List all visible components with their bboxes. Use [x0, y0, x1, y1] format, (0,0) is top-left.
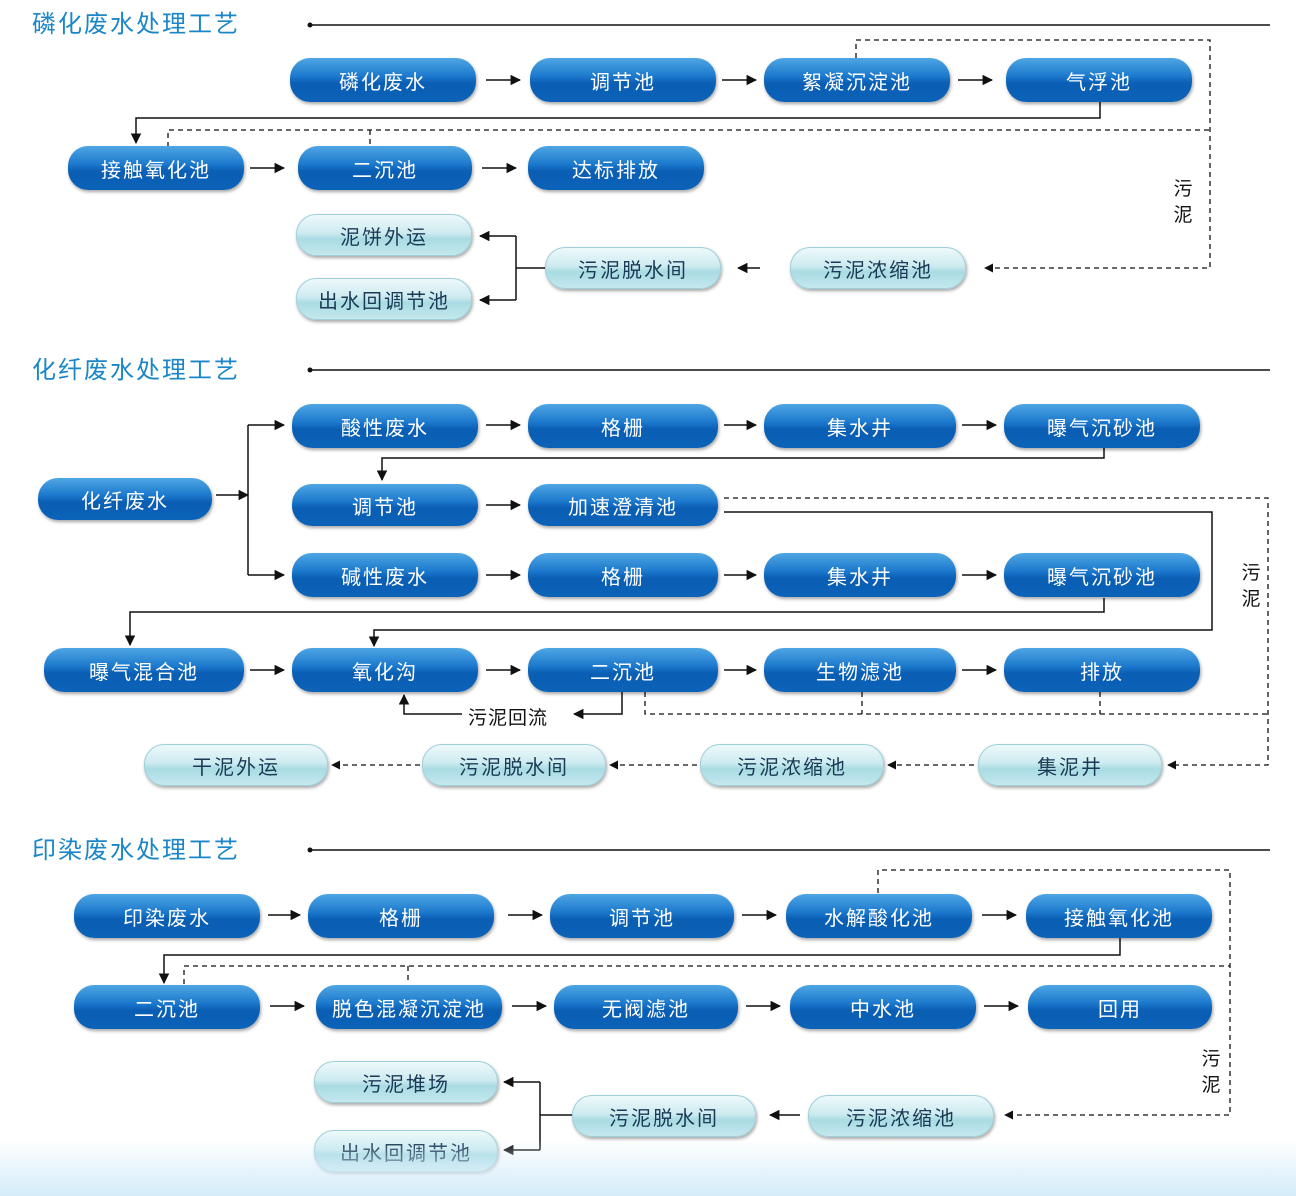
node-alkaline-wastewater: 碱性废水 [292, 553, 478, 597]
node-acidic-wastewater: 酸性废水 [292, 404, 478, 448]
node-biofilter: 生物滤池 [764, 648, 956, 692]
node-equalization-tank: 调节池 [550, 894, 734, 938]
section1-sludge-links [167, 39, 1211, 273]
node-equalization-tank: 调节池 [530, 58, 716, 102]
node-phosphating-wastewater: 磷化废水 [290, 58, 476, 102]
node-oxidation-ditch: 氧化沟 [292, 648, 478, 692]
node-accelerated-clarifier: 加速澄清池 [528, 484, 718, 526]
node-sludge-dewatering-room: 污泥脱水间 [545, 247, 721, 289]
node-equalization-tank: 调节池 [292, 484, 478, 526]
node-sludge-collection-well: 集泥井 [978, 744, 1162, 786]
node-hydrolysis-acidification-tank: 水解酸化池 [786, 894, 972, 938]
node-sludge-thickener: 污泥浓缩池 [808, 1095, 994, 1137]
section-title-phosphating: 磷化废水处理工艺 [32, 10, 240, 38]
node-effluent-return-equalization: 出水回调节池 [296, 278, 472, 320]
node-aerated-grit-chamber: 曝气沉砂池 [1004, 404, 1200, 448]
section2-sludge-links [331, 497, 1269, 770]
node-grille: 格栅 [308, 894, 494, 938]
node-secondary-clarifier: 二沉池 [528, 648, 718, 692]
node-dyeing-wastewater: 印染废水 [74, 894, 260, 938]
node-chemical-fiber-wastewater: 化纤废水 [38, 478, 212, 520]
node-sludge-cake-transport: 泥饼外运 [296, 214, 472, 256]
node-sludge-dewatering-room: 污泥脱水间 [422, 744, 606, 786]
node-grille: 格栅 [528, 553, 718, 597]
node-contact-oxidation-tank: 接触氧化池 [68, 146, 244, 190]
node-sludge-dewatering-room: 污泥脱水间 [572, 1095, 756, 1137]
node-contact-oxidation-tank: 接触氧化池 [1026, 894, 1212, 938]
node-reclaimed-water-tank: 中水池 [790, 985, 976, 1029]
node-sludge-thickener: 污泥浓缩池 [700, 744, 884, 786]
node-standard-discharge: 达标排放 [528, 146, 704, 190]
node-collection-well: 集水井 [764, 553, 956, 597]
node-aerated-grit-chamber: 曝气沉砂池 [1004, 553, 1200, 597]
node-decolor-coagulation-sedimentation-tank: 脱色混凝沉淀池 [316, 985, 502, 1029]
water-wave-decoration [0, 1140, 1296, 1196]
node-secondary-clarifier: 二沉池 [298, 146, 472, 190]
node-dry-sludge-transport: 干泥外运 [144, 744, 328, 786]
node-air-flotation-tank: 气浮池 [1006, 58, 1192, 102]
node-sludge-yard: 污泥堆场 [314, 1061, 498, 1103]
sludge-label: 污泥 [1241, 562, 1261, 610]
section-title-dyeing: 印染废水处理工艺 [32, 836, 240, 864]
node-collection-well: 集水井 [764, 404, 956, 448]
node-reuse: 回用 [1028, 985, 1212, 1029]
node-secondary-clarifier: 二沉池 [74, 985, 260, 1029]
sludge-return-label: 污泥回流 [468, 707, 549, 729]
section3-solid-links [158, 909, 1121, 1156]
section3-sludge-links [183, 869, 1231, 1120]
section-title-chemical-fiber: 化纤废水处理工艺 [32, 356, 240, 384]
section1-solid-links [130, 74, 1101, 306]
sludge-label: 污泥 [1201, 1048, 1221, 1096]
node-sludge-thickener: 污泥浓缩池 [790, 247, 966, 289]
node-flocculation-sedimentation-tank: 絮凝沉淀池 [764, 58, 950, 102]
section2-solid-links [124, 419, 1213, 720]
node-discharge: 排放 [1004, 648, 1200, 692]
node-grille: 格栅 [528, 404, 718, 448]
sludge-label: 污泥 [1173, 178, 1193, 226]
section-rule-dots [307, 22, 313, 853]
node-aeration-mixing-tank: 曝气混合池 [44, 648, 244, 692]
node-valveless-filter: 无阀滤池 [554, 985, 738, 1029]
